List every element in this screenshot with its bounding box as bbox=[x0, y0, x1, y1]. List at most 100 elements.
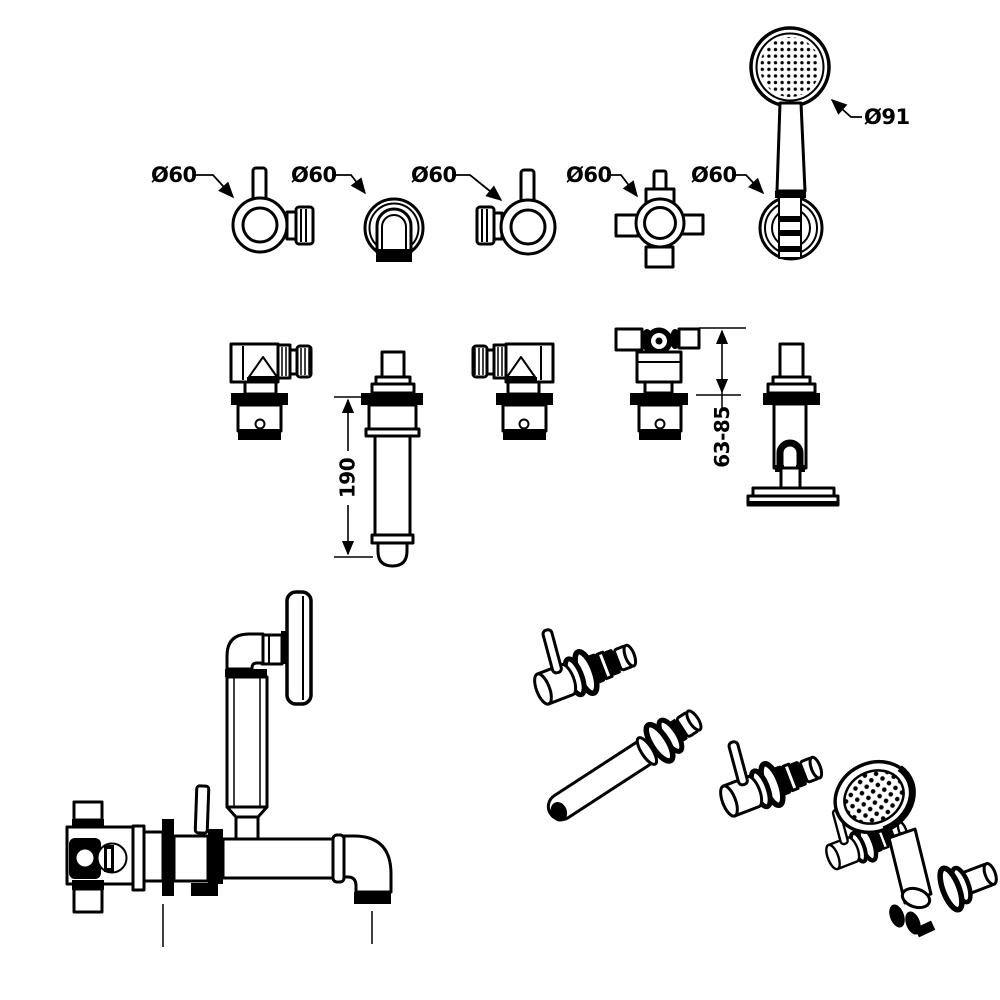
iso-hand-shower-group bbox=[813, 759, 998, 938]
dia60-label-4: Ø60 bbox=[566, 163, 612, 187]
top-arm-band bbox=[72, 819, 104, 828]
side-views-row: 190 63-85 bbox=[229, 327, 840, 568]
connector-nut bbox=[294, 205, 315, 246]
diverter-front-view bbox=[614, 169, 705, 269]
iso-valve-1 bbox=[517, 603, 641, 711]
left-port bbox=[614, 327, 644, 352]
callout-dia60-4: Ø60 bbox=[566, 163, 638, 198]
leader-line bbox=[452, 174, 503, 202]
iso-spout bbox=[546, 709, 703, 822]
valve-handle-front-2 bbox=[475, 168, 557, 256]
leader-line bbox=[332, 174, 366, 195]
dial-slit bbox=[107, 849, 111, 868]
dia60-label-5: Ø60 bbox=[691, 163, 737, 187]
collar bbox=[131, 824, 146, 892]
mixer-body-tube bbox=[221, 837, 336, 880]
bottom-arm bbox=[72, 887, 104, 914]
spout-side-view bbox=[361, 350, 423, 568]
upper-sleeve bbox=[367, 403, 418, 432]
mixer-lever bbox=[193, 784, 211, 835]
spout-mouth bbox=[354, 892, 391, 904]
leader-line bbox=[830, 98, 862, 118]
callout-dia91: Ø91 bbox=[830, 98, 910, 129]
handle-inner-ring bbox=[509, 208, 547, 246]
holder-end bbox=[982, 862, 998, 886]
spout-elbow bbox=[342, 834, 393, 894]
callout-dia60-2: Ø60 bbox=[291, 163, 366, 195]
rounded-tip bbox=[376, 541, 409, 568]
clamp-band bbox=[779, 246, 801, 252]
iso-valve-2 bbox=[703, 715, 827, 823]
spray-face bbox=[843, 769, 905, 825]
dia60-label-1: Ø60 bbox=[151, 163, 197, 187]
right-port bbox=[677, 327, 701, 350]
hook-part bbox=[889, 904, 905, 928]
dia60-label-2: Ø60 bbox=[291, 163, 337, 187]
riser-collar bbox=[225, 669, 267, 677]
wall-flange bbox=[630, 393, 688, 405]
diverter-side-view bbox=[614, 327, 701, 440]
nut-lines bbox=[300, 209, 307, 242]
mount-flange-left bbox=[162, 819, 174, 896]
valve-side-view-1 bbox=[229, 342, 313, 442]
shower-head bbox=[833, 759, 916, 835]
handle-collar bbox=[900, 886, 932, 910]
front-views-row: Ø60 Ø60 Ø60 Ø60 Ø60 Ø91 bbox=[151, 26, 910, 269]
tail-end bbox=[685, 709, 703, 732]
spray-nozzles bbox=[760, 37, 820, 97]
base-plate-edge bbox=[748, 501, 838, 506]
dia91-label: Ø91 bbox=[864, 105, 910, 129]
cartridge-end bbox=[639, 429, 681, 440]
callout-dia60-3: Ø60 bbox=[411, 163, 503, 202]
lever-rod bbox=[193, 784, 211, 835]
valve-side-view-2 bbox=[471, 342, 555, 442]
connector-nut bbox=[475, 205, 496, 246]
holder-hook bbox=[776, 439, 804, 470]
hand-shower-front-view bbox=[749, 26, 831, 261]
leader-line bbox=[193, 174, 235, 199]
nut-ring bbox=[370, 382, 416, 395]
elbow-stub bbox=[260, 633, 284, 666]
callout-dia60-1: Ø60 bbox=[151, 163, 235, 199]
spout-mouth bbox=[550, 802, 568, 822]
body-section bbox=[172, 834, 210, 883]
dim-text-bg bbox=[337, 451, 358, 505]
rim-shadow bbox=[882, 765, 916, 833]
assembly-iso-view bbox=[517, 603, 998, 938]
leader-line bbox=[732, 174, 765, 195]
knob-hole bbox=[76, 849, 94, 867]
neck-ring bbox=[635, 736, 659, 766]
inlet-stub bbox=[380, 350, 406, 380]
dia60-label-3: Ø60 bbox=[411, 163, 457, 187]
shower-handle bbox=[887, 827, 933, 905]
shower-handle bbox=[775, 101, 807, 193]
spout-mouth bbox=[376, 249, 412, 262]
escutcheon bbox=[643, 721, 676, 764]
screw-hole bbox=[654, 418, 666, 430]
assembly-side-view bbox=[65, 590, 393, 947]
sleeve-taper bbox=[225, 805, 269, 819]
spout-arch-inner bbox=[381, 214, 407, 252]
holder-escutcheon bbox=[937, 865, 965, 913]
clamp-band bbox=[779, 230, 801, 236]
hook-base bbox=[914, 920, 936, 938]
diverter-cluster bbox=[65, 800, 165, 914]
port-shadow bbox=[670, 329, 680, 349]
neck bbox=[643, 380, 674, 395]
valve-body bbox=[635, 350, 683, 384]
valve-handle-front-1 bbox=[231, 166, 315, 254]
depth-range-label: 63-85 bbox=[710, 406, 734, 467]
wall-flange bbox=[763, 393, 820, 405]
stem bbox=[779, 466, 802, 491]
spout-front-view bbox=[363, 197, 425, 262]
wall-flange bbox=[361, 393, 423, 405]
inlet-stub bbox=[778, 342, 805, 380]
nut-ring bbox=[766, 382, 817, 395]
handle-inner-ring bbox=[241, 206, 279, 244]
riser-elbow bbox=[225, 632, 265, 671]
nut-lines bbox=[481, 209, 488, 242]
mount-foot bbox=[191, 883, 218, 896]
bottom-arm-band bbox=[72, 880, 104, 890]
spout-length-label: 190 bbox=[336, 458, 360, 498]
